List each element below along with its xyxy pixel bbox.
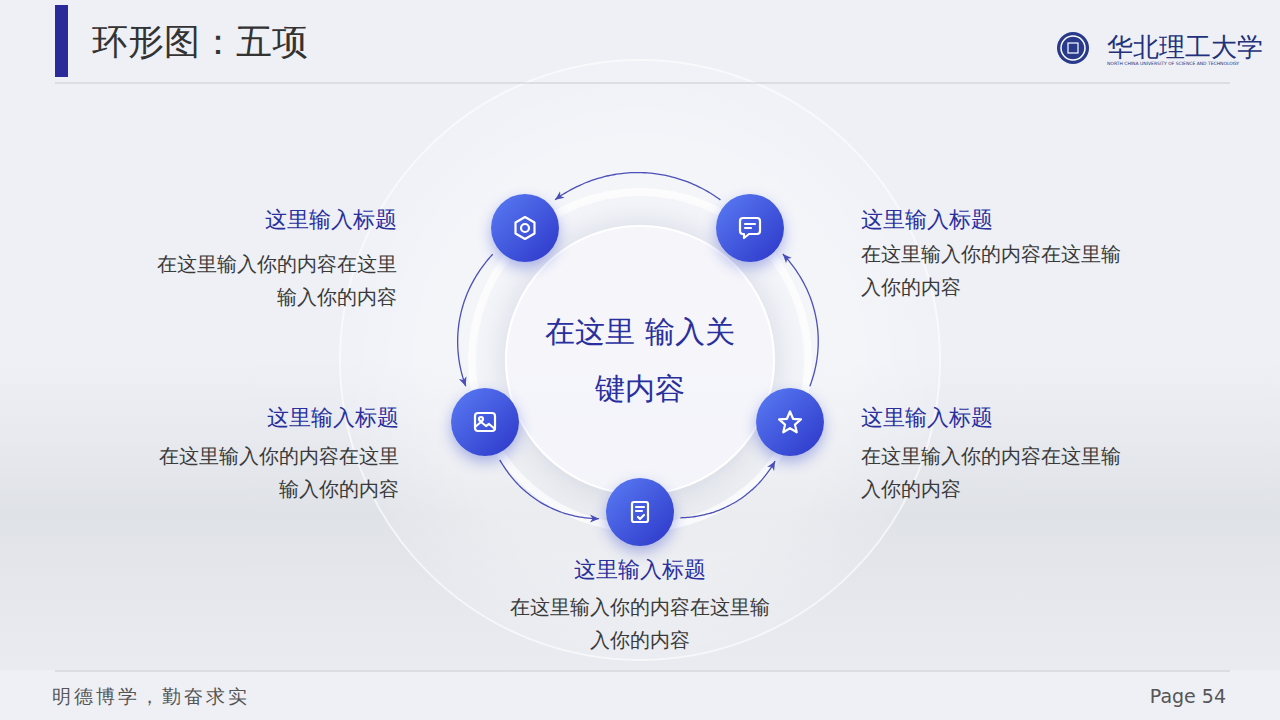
icon-stroke [475, 422, 495, 429]
header-rule [55, 83, 1230, 84]
icon-glyph [779, 412, 801, 433]
icon-stroke [636, 507, 644, 511]
icon-glyph [516, 217, 535, 239]
icon-stroke [779, 412, 801, 433]
item-heading: 这里输入标题 [147, 402, 399, 434]
title-accent-bar [55, 5, 68, 77]
motto: 明德博学，勤奋求实 [52, 684, 250, 709]
key-text: 在这里 输入关键内容 [541, 303, 739, 417]
caption-block: 这里输入标题在这里输入你的内容在这里 输入你的内容 [147, 402, 399, 506]
item-heading: 这里输入标题 [145, 204, 397, 236]
icon-disc-fill [756, 388, 824, 456]
item-body: 在这里输入你的内容在这里输 入你的内容 [504, 591, 776, 657]
slide-title: 环形图：五项 [92, 20, 308, 64]
icon-disc [756, 388, 824, 456]
icon-disc [716, 194, 784, 262]
page-number: Page 54 [1150, 684, 1226, 709]
cycle-arrow [555, 173, 720, 200]
caption-block: 这里输入标题在这里输入你的内容在这里 输入你的内容 [145, 204, 397, 314]
icon-stroke [516, 217, 535, 239]
cycle-arrow [783, 254, 818, 386]
logo-subtitle: NORTH CHINA UNIVERSITY OF SCIENCE AND TE… [1107, 61, 1239, 67]
icon-disc-fill [606, 478, 674, 546]
item-heading: 这里输入标题 [504, 554, 776, 586]
icon-glyph [740, 218, 760, 238]
icon-circle: 这里输入标题在这里输入你的内容在这里输 入你的内容 [716, 194, 784, 262]
icon-stroke [475, 413, 495, 431]
icon-stroke [745, 224, 755, 228]
footer-rule [55, 671, 1230, 672]
caption-block: 这里输入标题在这里输入你的内容在这里输 入你的内容 [504, 554, 776, 657]
logo-emblem [1057, 32, 1089, 64]
center-circle: 在这里 输入关键内容 [505, 225, 775, 495]
icon-disc [491, 194, 559, 262]
inner-ring [472, 192, 808, 528]
icon-circle: 这里输入标题在这里输入你的内容在这里输 入你的内容 [756, 388, 824, 456]
caption-block: 这里输入标题在这里输入你的内容在这里输 入你的内容 [861, 402, 1133, 506]
item-body: 在这里输入你的内容在这里 输入你的内容 [147, 440, 399, 506]
icon-circle: 这里输入标题在这里输入你的内容在这里 输入你的内容 [491, 194, 559, 262]
icon-disc-fill [716, 194, 784, 262]
item-heading: 这里输入标题 [861, 402, 1133, 434]
item-heading: 这里输入标题 [861, 204, 1133, 236]
logo-emblem-ring [1061, 36, 1085, 60]
icon-stroke [638, 515, 644, 519]
logo-wordmark: 华北理工大学 [1107, 31, 1263, 65]
item-body: 在这里输入你的内容在这里输 入你的内容 [861, 440, 1133, 506]
icon-glyph [632, 502, 648, 522]
icon-stroke [740, 218, 760, 238]
cycle-arrow [458, 254, 493, 386]
item-body: 在这里输入你的内容在这里 输入你的内容 [145, 248, 397, 314]
icon-glyph [475, 413, 495, 431]
icon-stroke [521, 224, 529, 232]
icon-disc-fill [491, 194, 559, 262]
icon-circle: 这里输入标题在这里输入你的内容在这里输 入你的内容 [606, 478, 674, 546]
logo-emblem-core [1068, 43, 1078, 53]
icon-stroke [479, 417, 483, 421]
center-disc [505, 225, 775, 495]
icon-stroke [632, 502, 648, 522]
icon-circle: 这里输入标题在这里输入你的内容在这里 输入你的内容 [451, 388, 519, 456]
item-body: 在这里输入你的内容在这里输 入你的内容 [861, 238, 1133, 304]
outer-halo [340, 60, 940, 660]
icon-disc [606, 478, 674, 546]
icon-disc [451, 388, 519, 456]
caption-block: 这里输入标题在这里输入你的内容在这里输 入你的内容 [861, 204, 1133, 304]
icon-disc-fill [451, 388, 519, 456]
center-disc-fill [506, 226, 774, 494]
